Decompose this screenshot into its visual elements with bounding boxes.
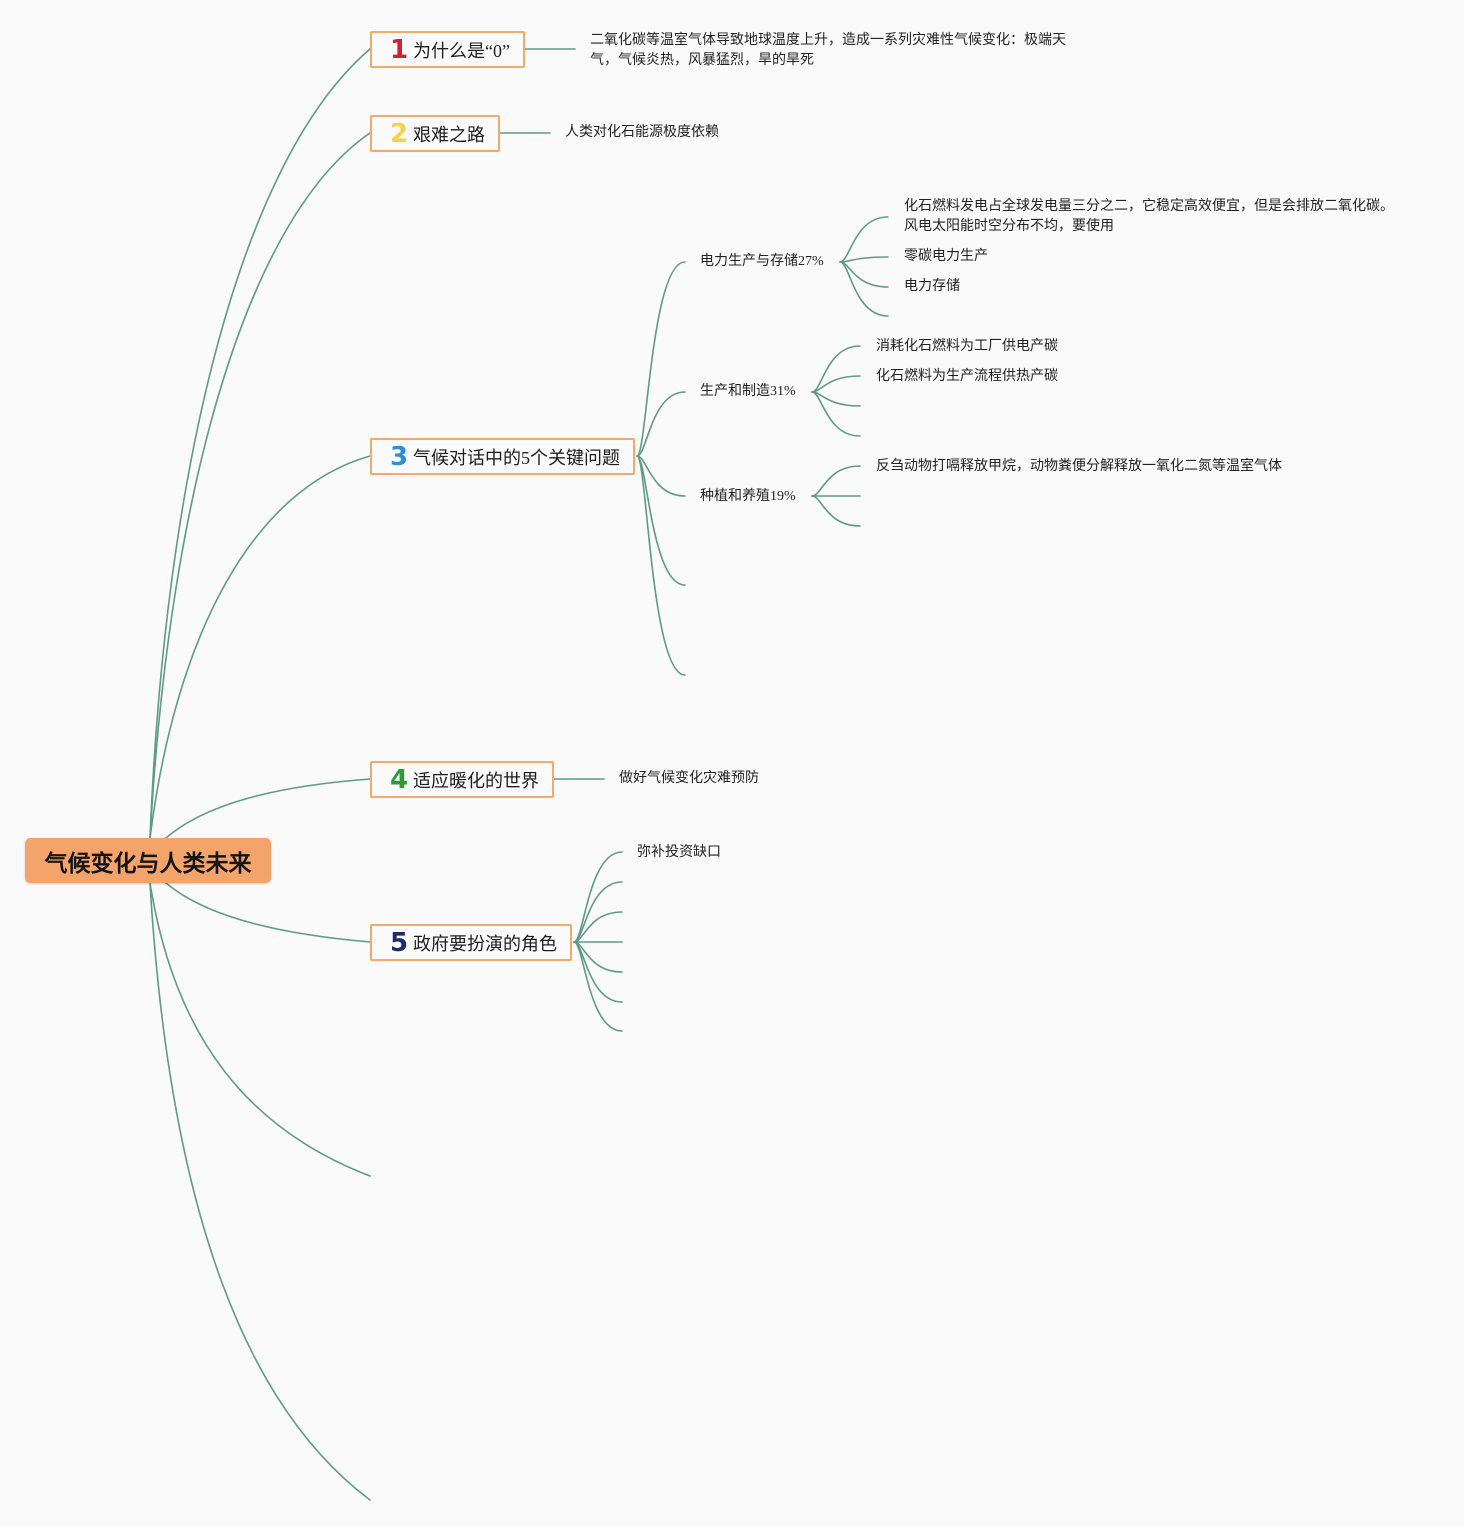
leaf-line: 消耗化石燃料为工厂供电产碳 <box>876 339 1058 354</box>
connector-root-to-topic-3 <box>149 455 371 839</box>
note-line: 二氧化碳等温室气体导致地球温度上升，造成一系列灾难性气候变化：极端天 <box>590 33 1066 48</box>
connector-root-to-topic-4 <box>165 778 371 839</box>
subtopic-label: 生产和制造31% <box>700 384 796 399</box>
connector-topic-5-empty-item-3 <box>573 911 623 943</box>
topic-number-badge: 1 <box>390 34 409 65</box>
leaf-topic[interactable]: 消耗化石燃料为工厂供电产碳 <box>876 337 1058 357</box>
connector-root-to-empty-topic-7 <box>149 882 371 1501</box>
connector-sub-2-empty-item-4 <box>811 391 861 437</box>
subtopic-electricity[interactable]: 电力生产与存储27% <box>700 252 824 272</box>
topic-number-badge: 3 <box>390 441 409 472</box>
connector-topic-3-sub-2 <box>636 391 686 457</box>
leaf-topic[interactable]: 零碳电力生产 <box>904 247 988 267</box>
subtopic-label: 种植和养殖19% <box>700 489 796 504</box>
leaf-line: 化石燃料发电占全球发电量三分之二，它稳定高效便宜，但是会排放二氧化碳。 <box>904 199 1394 214</box>
connector-topic-5-empty-item-7 <box>573 941 623 1032</box>
main-topic-5[interactable]: 5 政府要扮演的角色 <box>370 924 572 961</box>
leaf-topic[interactable]: 化石燃料发电占全球发电量三分之二，它稳定高效便宜，但是会排放二氧化碳。 风电太阳… <box>904 197 1394 237</box>
main-topic-1[interactable]: 1 为什么是“0” <box>370 31 525 68</box>
connector-root-to-topic-2 <box>149 132 371 839</box>
leaf-topic[interactable]: 化石燃料为生产流程供热产碳 <box>876 367 1058 387</box>
leaf-line: 零碳电力生产 <box>904 249 988 264</box>
main-topic-2[interactable]: 2 艰难之路 <box>370 115 500 152</box>
topic-2-note[interactable]: 人类对化石能源极度依赖 <box>565 123 719 143</box>
leaf-line: 电力存储 <box>904 279 960 294</box>
topic-5-note[interactable]: 弥补投资缺口 <box>637 843 721 863</box>
connector-sub-2-item-1 <box>811 345 861 393</box>
connector-root-to-topic-1 <box>149 48 371 839</box>
leaf-topic[interactable]: 反刍动物打嗝释放甲烷，动物粪便分解释放一氧化二氮等温室气体 <box>876 457 1282 477</box>
topic-number-badge: 4 <box>390 764 409 795</box>
leaf-line: 风电太阳能时空分布不均，要使用 <box>904 219 1114 234</box>
topic-number-badge: 5 <box>390 927 409 958</box>
main-topic-4[interactable]: 4 适应暖化的世界 <box>370 761 554 798</box>
central-topic-label: 气候变化与人类未来 <box>44 850 252 877</box>
connector-sub-3-empty-item-3 <box>811 495 861 527</box>
main-topic-label: 适应暖化的世界 <box>413 770 539 791</box>
leaf-topic[interactable]: 电力存储 <box>904 277 960 297</box>
connector-topic-3-sub-1 <box>636 261 686 457</box>
connector-sub-1-item-1 <box>839 216 889 263</box>
connector-sub-3-item-1 <box>811 465 861 497</box>
note-line: 人类对化石能源极度依赖 <box>565 125 719 140</box>
subtopic-agriculture[interactable]: 种植和养殖19% <box>700 487 796 507</box>
note-line: 气，气候炎热，风暴猛烈，旱的旱死 <box>590 53 814 68</box>
connector-root-to-empty-topic-6 <box>149 882 371 1177</box>
main-topic-label: 为什么是“0” <box>413 40 510 61</box>
main-topic-label: 政府要扮演的角色 <box>413 933 557 954</box>
connector-topic-3-empty-sub-5 <box>636 455 686 676</box>
connector-root-to-topic-5 <box>165 882 371 943</box>
main-topic-3[interactable]: 3 气候对话中的5个关键问题 <box>370 438 635 475</box>
connector-sub-1-empty-item-4 <box>839 261 889 317</box>
note-line: 做好气候变化灾难预防 <box>619 771 759 786</box>
main-topic-label: 气候对话中的5个关键问题 <box>413 447 620 468</box>
central-topic[interactable]: 气候变化与人类未来 <box>25 838 271 883</box>
topic-number-badge: 2 <box>390 118 409 149</box>
leaf-line: 化石燃料为生产流程供热产碳 <box>876 369 1058 384</box>
main-topic-label: 艰难之路 <box>413 124 485 145</box>
connector-topic-3-sub-3 <box>636 455 686 497</box>
note-line: 弥补投资缺口 <box>637 845 721 860</box>
leaf-line: 反刍动物打嗝释放甲烷，动物粪便分解释放一氧化二氮等温室气体 <box>876 459 1282 474</box>
connector-sub-1-item-2 <box>839 256 889 263</box>
topic-4-note[interactable]: 做好气候变化灾难预防 <box>619 769 759 789</box>
subtopic-manufacturing[interactable]: 生产和制造31% <box>700 382 796 402</box>
subtopic-label: 电力生产与存储27% <box>700 254 824 269</box>
connector-sub-1-item-3 <box>839 261 889 288</box>
topic-1-note[interactable]: 二氧化碳等温室气体导致地球温度上升，造成一系列灾难性气候变化：极端天 气，气候炎… <box>590 31 1066 71</box>
connector-topic-3-empty-sub-4 <box>636 455 686 586</box>
